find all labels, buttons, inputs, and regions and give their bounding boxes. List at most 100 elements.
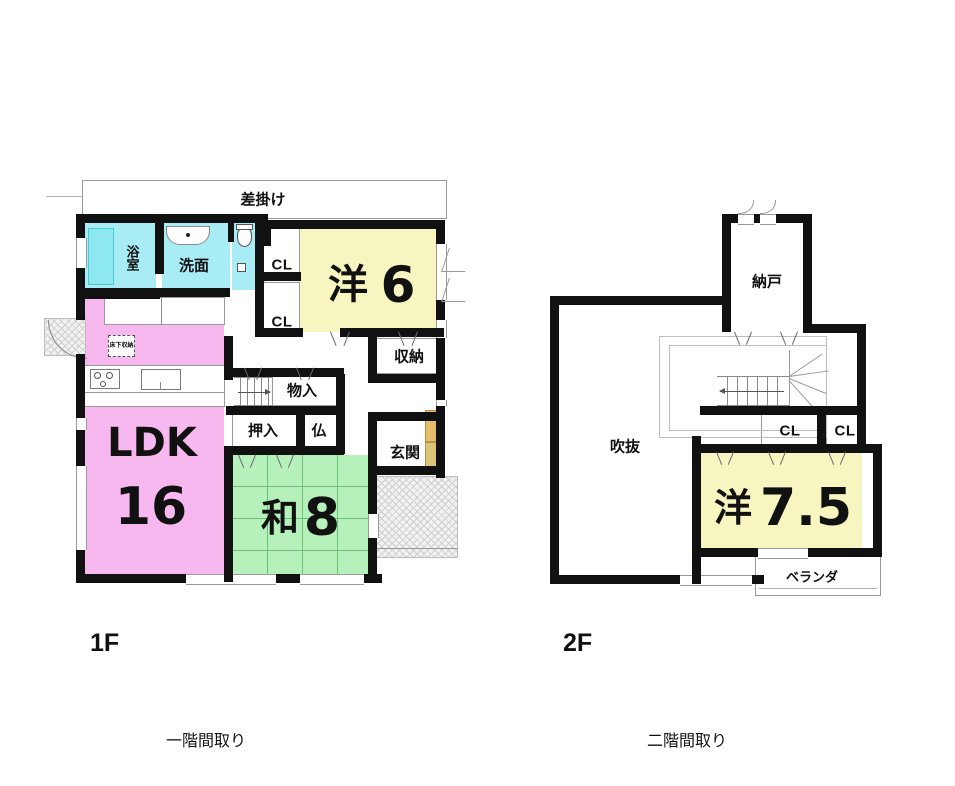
youshitsu6-fill — [302, 228, 442, 332]
wall-top-room6 — [262, 220, 444, 229]
vmark-2f-cl-1 — [716, 452, 734, 466]
kitchen-sink-faucet-icon — [160, 382, 161, 390]
vmark-2f-storeroom-2 — [780, 332, 798, 346]
wall-ext-bottom-left — [76, 574, 186, 583]
butsudan-label: 仏 — [311, 421, 327, 440]
closet-2f-cl-left-label: CL — [779, 422, 801, 440]
partition-2f-thin — [659, 336, 660, 438]
vmark-room6-2 — [398, 332, 418, 347]
stair-2f-direction-arrow-icon — [719, 387, 784, 395]
kitchen-counter-lower — [84, 393, 225, 407]
youshitsu75-area: 7.5 — [759, 478, 853, 538]
wall-ext-bottom-mid — [276, 574, 300, 583]
wall-2f-right-upper — [857, 324, 866, 450]
wall-2f-void-top — [550, 296, 730, 305]
underfloor-storage-label: 床下収納 — [109, 341, 134, 349]
washitsu-area: 8 — [303, 488, 341, 548]
window-2f-room-bottom — [758, 548, 808, 559]
wall-washitsu-right2 — [368, 538, 377, 582]
underfloor-storage-box — [108, 335, 135, 357]
window-2f-void-bottom — [680, 575, 752, 586]
burner-1-icon — [94, 372, 101, 379]
floor2-tag: 2F — [563, 629, 593, 657]
wall-ext-right-mid2 — [436, 338, 445, 400]
floor1-tag: 1F — [90, 629, 120, 657]
wall-2f-room-top — [692, 444, 882, 453]
window-left-1 — [76, 238, 87, 268]
wall-ext-right-top — [436, 220, 445, 244]
wall-2f-cl-top — [700, 406, 866, 415]
toilet-paper-icon — [237, 263, 246, 272]
wall-ext-left-lower — [76, 550, 85, 582]
toilet-tank-icon — [236, 224, 253, 230]
wall-2f-void-left — [550, 296, 559, 584]
vmark-2f-cl-3 — [828, 452, 846, 466]
kitchen-cabinet-divider — [161, 297, 162, 325]
wall-2f-upper-right — [803, 324, 866, 333]
stair-winder-1 — [789, 350, 790, 406]
window-left-3 — [76, 466, 87, 550]
burner-2-icon — [106, 372, 113, 379]
entrance-porch-hatch — [376, 476, 458, 558]
floor1-caption: 一階間取り — [166, 731, 247, 750]
wall-entrance-top — [368, 412, 440, 421]
washroom-label: 洗面 — [178, 256, 210, 275]
wall-oshiire-div — [296, 410, 305, 450]
floor2-caption: 二階間取り — [647, 731, 728, 750]
wall-mono-bottom — [226, 406, 344, 415]
wall-ext-left-upper — [76, 214, 85, 238]
ldk-fill — [84, 297, 224, 582]
eaves-label: 差掛け — [240, 190, 286, 209]
closet-cl-upper-label: CL — [271, 256, 293, 274]
wall-2f-room-bottom-l — [692, 548, 758, 557]
bath-label: 浴室 — [123, 245, 139, 271]
toilet-bowl-icon — [237, 228, 252, 247]
vmark-washitsu-1 — [238, 455, 256, 469]
storeroom-label: 納戸 — [751, 272, 783, 291]
eaves-edge-line — [46, 196, 82, 197]
wall-cl-mid — [255, 272, 301, 281]
washitsu-name: 和 — [260, 496, 300, 540]
wall-cl-bottom — [255, 328, 303, 337]
window-right-1 — [436, 244, 447, 300]
floor1-plan: 差掛け 床下収納 — [0, 0, 520, 749]
youshitsu75-fill — [700, 452, 862, 550]
casement-2f-sr-1-icon — [738, 200, 754, 214]
wall-room6-bottom — [340, 328, 444, 337]
wall-2f-void-bottom-l — [550, 575, 680, 584]
closet-oshiire-label: 押入 — [247, 421, 279, 440]
wall-toilet-right — [262, 220, 271, 246]
storeroom-fill — [729, 221, 805, 317]
wall-shuno-bottom — [368, 374, 444, 383]
window-2f-storeroom-1 — [738, 214, 754, 225]
wall-top-mid — [164, 214, 230, 223]
window-right-3 — [436, 400, 447, 406]
void-label: 吹抜 — [609, 437, 641, 456]
wall-entrance-bottom — [368, 466, 440, 475]
wall-washitsu-right — [368, 454, 377, 514]
eaves-outline — [82, 180, 447, 219]
closet-cl-lower-label: CL — [271, 313, 293, 331]
wall-shuno-left — [368, 330, 377, 382]
veranda-label: ベランダ — [785, 570, 839, 586]
wall-washroom-bottom — [164, 288, 230, 297]
wall-mono-top — [230, 368, 344, 377]
window-washitsu-right — [368, 514, 379, 538]
vmark-room6-1 — [330, 332, 350, 347]
vmark-mono-1 — [244, 368, 262, 381]
window-2f-storeroom-2 — [760, 214, 776, 225]
wall-top-left — [76, 214, 164, 223]
wall-ldk-right2 — [224, 446, 233, 582]
wall-ext-right-low — [436, 406, 445, 478]
wall-ext-right-mid — [436, 300, 445, 320]
wall-ldk-right — [224, 336, 233, 380]
wall-2f-storeroom-left — [722, 214, 731, 332]
wall-entrance-left — [368, 412, 377, 474]
closet-2f-cl-right-label: CL — [834, 422, 856, 440]
wall-ext-left-mid2 — [76, 430, 85, 466]
vmark-mono-2 — [296, 368, 314, 381]
wall-oshiire-bottom — [226, 446, 344, 455]
burner-3-icon — [100, 381, 106, 387]
casement-2f-sr-2-icon — [760, 200, 776, 214]
